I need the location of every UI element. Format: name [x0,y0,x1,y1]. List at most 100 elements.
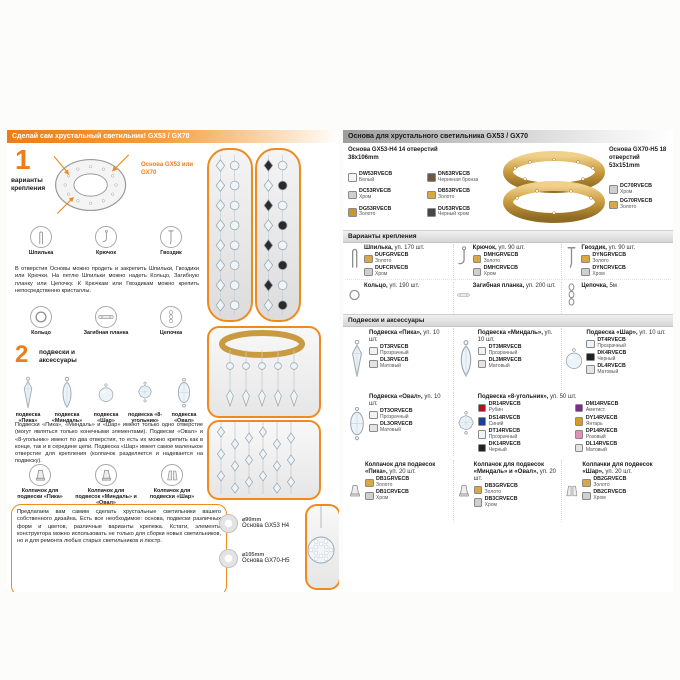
cap-icon [457,484,471,498]
base-name: Основа GX70-H5 [242,558,290,565]
kit-part-pika: подвеска «Пика» [9,374,47,424]
pendant-item: Колпачки для подвесок «Шар», уп. 20 шт.D… [562,460,671,522]
finish-name: Матовый [488,362,510,369]
products-panel: Основа для хрустального светильника GX53… [343,130,673,592]
chain-icon [565,282,578,307]
mounting-item: Кольцо, уп. 190 шт. [345,281,454,314]
part-figure [95,306,117,328]
color-swatch [348,173,357,182]
oval-icon [176,376,192,410]
gx70-base-title: Основа GX70-H5 18 отверстий 53x151mm [609,147,671,170]
part-figure [160,306,182,328]
part-label: Колпачок для подвесок «Миндаль» и «Овал» [75,488,137,506]
item-title: Цепочка, 5м [581,282,617,289]
kit-part-ring: Кольцо [13,306,69,336]
ball-icon [98,376,114,410]
strip-icon [457,283,470,307]
part-figure [59,374,75,410]
pendant-item-figure [457,394,475,454]
color-swatch [472,267,482,277]
base-diameter: ⌀105mm [242,551,265,558]
part-figure [160,226,182,248]
pendant-item-figure [565,462,579,520]
color-swatch [427,190,436,200]
nail-icon [165,229,177,245]
finish-name: Прозрачный [597,343,626,350]
ball-icon [565,339,583,379]
color-swatch [473,485,483,495]
step-1-title: варианты крепления [11,177,46,192]
crystal-ball-lamp-photo [305,504,339,590]
kit-part-almond: подвеска «Миндаль» [48,374,86,424]
color-swatch [582,478,591,488]
color-swatch [574,403,584,413]
part-label: Кольцо [31,330,51,336]
item-title: Подвеска «Шар», уп. 10 шт. [586,330,666,336]
kit-part-cap: Колпачок для подвески «Пика» [9,464,71,500]
color-swatch [348,208,357,217]
diy-instructions-panel: Сделай сам хрустальный светильник! GX53 … [7,130,339,592]
assembled-garland-photo [207,326,321,418]
color-swatch [365,478,374,488]
mounting-item-figure [457,283,470,307]
color-swatch [477,359,487,368]
part-figure [30,306,52,328]
finish-name: Рубин [488,407,503,414]
kit-part-pin: Шпилька [13,226,69,256]
color-swatch [609,185,618,194]
finish-name: Хром [620,188,633,195]
finish-name: Черный [597,356,616,363]
pendant-item-figure [565,330,583,388]
color-swatch [427,208,436,217]
item-title: Колпачок для подвесок «Пика», уп. 20 шт. [365,462,436,475]
crystal-strand-photo-black [255,148,301,322]
part-label: Колпачок для подвески «Пика» [17,488,63,501]
ring-icon [33,310,49,324]
finish-name: Хром [359,194,372,201]
base-rings-photo [495,142,613,228]
color-swatch [581,267,590,277]
item-title: Загибная планка, уп. 200 шт. [472,282,556,289]
part-figure [95,226,117,248]
kit-part-nail: Гвоздик [143,226,199,256]
part-label: подвеска «Пика» [15,412,41,425]
item-title: Шпилька, уп. 170 шт. [364,245,425,251]
color-swatch [369,423,378,432]
crystal-strand-photo-clear [207,148,253,322]
color-swatch [477,346,487,356]
color-swatch [473,498,483,507]
color-swatch [609,200,618,210]
color-swatch [477,417,487,426]
base-badges: ⌀90mm Основа GX53 H4 ⌀105mm Основа GX70-… [219,514,303,568]
hook-icon [457,245,470,269]
finish-name: Хром [592,271,605,278]
